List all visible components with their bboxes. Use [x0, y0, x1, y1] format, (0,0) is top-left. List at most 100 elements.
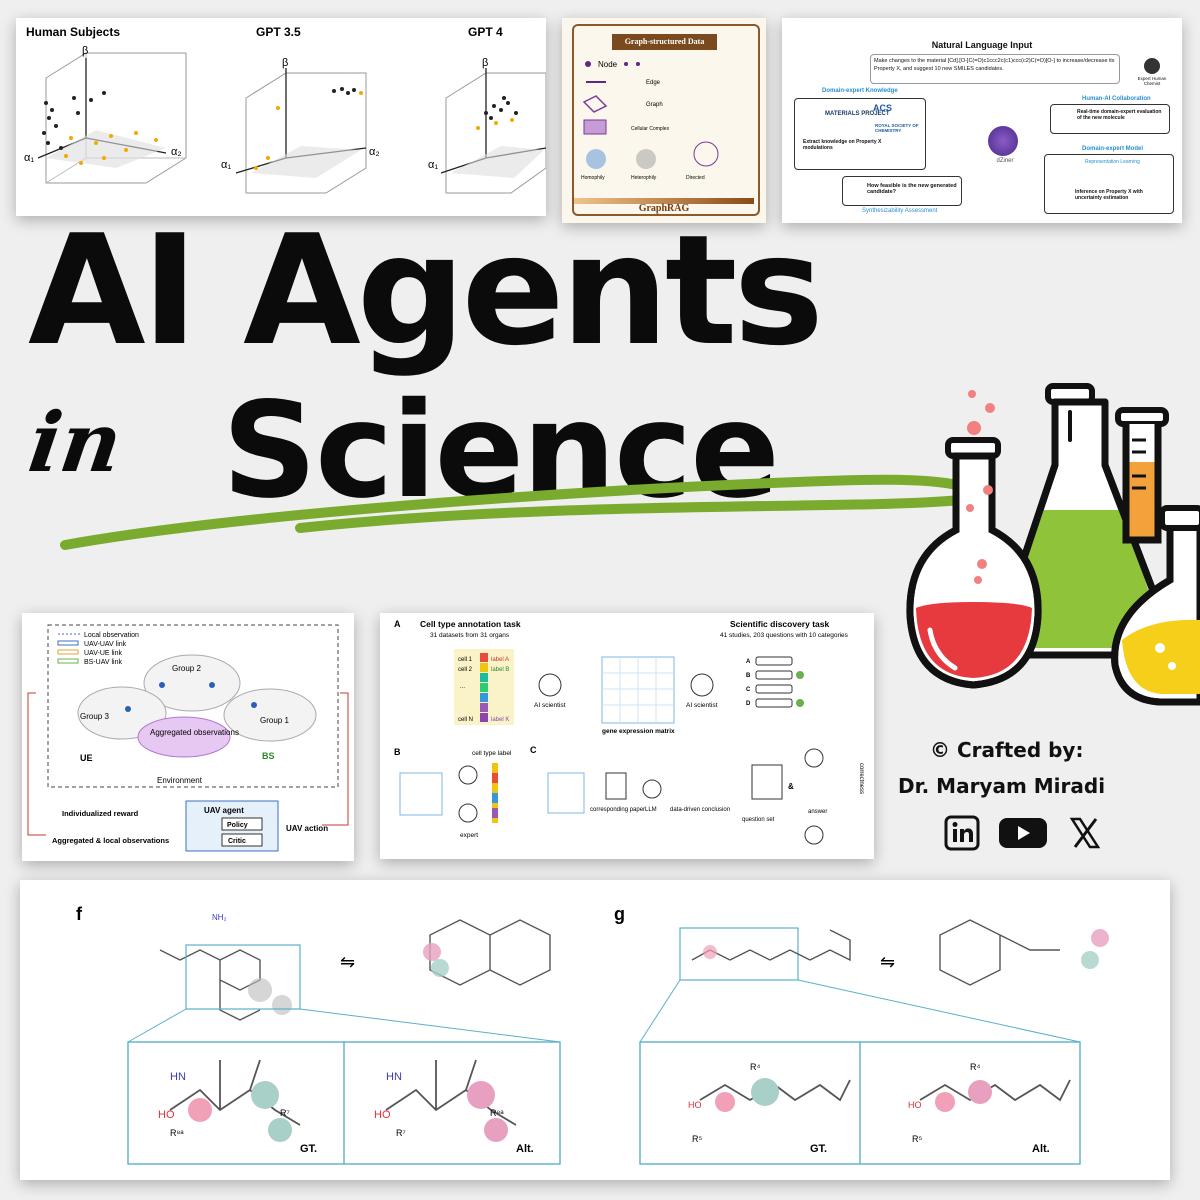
- label-panel_3d-axis_beta: β: [482, 57, 488, 69]
- label-panel_chem-labels-6: NH₂: [212, 913, 227, 922]
- label-panel_3d-axis_a1: α₁: [428, 159, 438, 171]
- cell-annotation-diagram: A Cell type annotation task 31 datasets …: [394, 619, 864, 845]
- label-panel_chem-labels-1: HO: [688, 1100, 702, 1110]
- label-panel_uav-reward: Individualized reward: [62, 809, 139, 818]
- label-panel_nl-realtime: Real-time domain-expert evaluation of th…: [1050, 104, 1170, 134]
- label-panel_nl-repr: Representation Learning: [1085, 159, 1140, 165]
- panel-3d-scatter: Human Subjects GPT 3.5 GPT 4 β α₁ α₂ β α…: [16, 18, 546, 216]
- label-panel_nl-feasible: How feasible is the new generated candid…: [842, 176, 962, 206]
- label-panel_uav-legend-3: BS-UAV link: [84, 659, 122, 666]
- label-panel_graphrag-rows-9: Directed: [686, 175, 705, 181]
- label-panel_uav-ue: UE: [80, 753, 93, 763]
- nl-domain-title: Domain-expert Knowledge: [822, 88, 898, 94]
- label-panel_3d-axis_a1: α₁: [221, 159, 231, 171]
- label-panel_nl-materials: MATERIALS PROJECT: [825, 111, 890, 117]
- label-panel_uav-groups-0: Group 2: [172, 664, 201, 673]
- label-panel_chem-labels-5: R⁵: [692, 1134, 702, 1144]
- label-panel_uav-aggregated: Aggregated observations: [150, 728, 239, 737]
- label-panel_cell-cells-3: cell N: [458, 717, 473, 723]
- svg-text:⇋: ⇋: [340, 952, 355, 972]
- label-panel_3d-axis_a2: α₂: [171, 146, 182, 158]
- label-panel_cell-cell_type_label: cell type label: [472, 750, 512, 757]
- label-panel_3d-axis_a2: α₂: [369, 146, 380, 158]
- label-panel_chem-alt: Alt.: [516, 1143, 534, 1155]
- label-panel_cell-task_left: Cell type annotation task: [420, 619, 521, 629]
- label-panel_chem-labels-1: HO: [908, 1100, 922, 1110]
- label-panel_uav-agent: UAV agent: [204, 806, 244, 815]
- label-panel_cell-choices-3: D: [746, 701, 751, 707]
- x-icon[interactable]: [1068, 815, 1102, 855]
- label-panel_uav-environment: Environment: [157, 776, 203, 785]
- scatter-plot-1: β α₁ α₂: [24, 45, 187, 184]
- dziner-icon: [988, 126, 1018, 156]
- label-panel_cell-correctness: correctness: [858, 763, 864, 794]
- graphrag-diagram: Node Edge Graph Cellular Complex Homophi…: [581, 60, 719, 181]
- legend-local: Local observation: [84, 632, 139, 639]
- label-panel_nl-model: Domain-expert Model: [1082, 146, 1144, 152]
- panel-uav: Local observation UAV-UAV link UAV-UE li…: [22, 613, 354, 861]
- label-panel_uav-action: UAV action: [286, 824, 328, 833]
- title-line1: AI Agents: [28, 202, 824, 379]
- label-panel_cell-cells-1: cell 2: [458, 667, 473, 673]
- label-panel_nl-extract: Extract knowledge on Property X modulati…: [803, 139, 882, 151]
- lab-flasks-illustration: [906, 383, 1200, 706]
- label-panel_3d-axis_beta: β: [282, 57, 288, 69]
- nl-header: Natural Language Input: [931, 40, 1033, 50]
- label-panel_nl-inference: Inference on Property X with uncertainty…: [1075, 189, 1143, 201]
- scatter-title-gpt4: GPT 4: [468, 25, 503, 39]
- label-panel_cell-choices-0: A: [746, 659, 751, 665]
- label-panel_chem-f: f: [76, 904, 83, 924]
- uav-diagram: Local observation UAV-UAV link UAV-UE li…: [27, 624, 349, 852]
- credit-name: Dr. Maryam Miradi: [898, 774, 1106, 798]
- orange-tube: [1115, 407, 1169, 544]
- label-panel_chem-labels-0: HN: [386, 1071, 402, 1083]
- label-panel_3d-axis_beta: β: [82, 45, 88, 57]
- label-panel_chem-labels-4: R⁴: [750, 1062, 760, 1072]
- linkedin-icon[interactable]: [944, 815, 980, 855]
- label-panel_chem-alt: Alt.: [1032, 1143, 1050, 1155]
- label-panel_cell-task_right: Scientific discovery task: [730, 619, 829, 629]
- label-panel_uav-critic: Critic: [228, 838, 246, 845]
- red-flask: [906, 390, 1042, 689]
- scatter-plot-2: β α₁ α₂: [221, 57, 380, 194]
- scatter-plot-3: β α₁: [428, 57, 546, 194]
- label-panel_cell-task_right_sub: 41 studies, 203 questions with 10 catego…: [720, 632, 849, 639]
- label-panel_cell-ai_scientist: AI scientist: [534, 702, 566, 709]
- label-panel_cell-paper: corresponding paper: [590, 807, 645, 813]
- label-panel_cell-choices-1: B: [746, 673, 751, 679]
- label-panel_graphrag-rows-1: Edge: [646, 80, 661, 86]
- label-panel_cell-labels-2: label K: [491, 717, 509, 723]
- label-panel_graphrag-rows-4: Cellular Complex: [631, 126, 670, 132]
- label-panel_nl-synth: Synthesizability Assessment: [862, 208, 938, 214]
- scatter-title-gpt35: GPT 3.5: [256, 25, 301, 39]
- label-panel_uav-legend-1: UAV-UAV link: [84, 641, 127, 648]
- label-panel_chem-gt: GT.: [300, 1143, 317, 1155]
- label-panel_uav-legend-2: UAV-UE link: [84, 650, 122, 657]
- youtube-icon[interactable]: [998, 815, 1048, 855]
- label-panel_chem-labels-5: R⁵: [912, 1134, 922, 1144]
- label-panel_nl-acs: ACS: [873, 103, 893, 113]
- label-panel_cell-choices-2: C: [746, 687, 751, 693]
- label-panel_chem-gt: GT.: [810, 1143, 827, 1155]
- nl-prompt: Make changes to the material [Cd].[O-]C(…: [870, 54, 1120, 84]
- label-panel_cell-cells-0: cell 1: [458, 657, 473, 663]
- graphrag-footer: GraphRAG: [638, 203, 690, 214]
- label-panel_cell-conclusion: data-driven conclusion: [670, 807, 730, 813]
- label-panel_nl-collab: Human-AI Collaboration: [1082, 96, 1151, 102]
- label-panel_nl-center: dZiner: [996, 158, 1014, 164]
- label-panel_cell-cells-2: ...: [460, 684, 465, 690]
- label-panel_chem-labels-1: HO: [158, 1109, 175, 1121]
- svg-text:&: &: [788, 782, 794, 791]
- scatter-plots-figure: Human Subjects GPT 3.5 GPT 4 β α₁ α₂ β α…: [24, 25, 546, 194]
- nl-knowledge-box: MATERIALS PROJECT ACS ROYAL SOCIETY OF C…: [794, 98, 926, 170]
- label-panel_cell-C: C: [530, 745, 537, 755]
- label-panel_cell-ai_scientist: AI scientist: [686, 702, 718, 709]
- label-panel_chem-labels-0: HN: [170, 1071, 186, 1083]
- label-panel_chem-labels-4: R⁴: [970, 1062, 980, 1072]
- chemistry-diagram: f g NH₂ ⇋ HN HO R⁸ᵃ R⁷ GT. HN HO R⁷ R⁸ᵃ …: [76, 904, 1109, 1165]
- label-panel_cell-labels-0: label A: [491, 657, 509, 663]
- label-panel_cell-llm: LLM: [645, 807, 657, 813]
- scatter-title-human: Human Subjects: [26, 25, 120, 39]
- yellow-flask: [1111, 505, 1200, 706]
- label-panel_graphrag-rows-6: Homophily: [581, 175, 605, 181]
